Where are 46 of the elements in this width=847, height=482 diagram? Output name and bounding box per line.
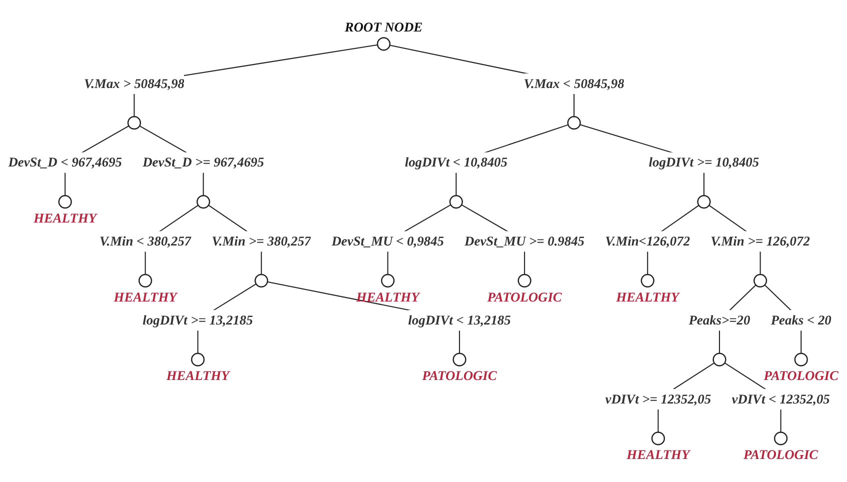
tree-node-circle <box>794 353 808 367</box>
edge-label: Peaks>=20 <box>688 310 750 330</box>
tree-node-circle <box>380 274 395 288</box>
tree-node-circle <box>449 195 463 209</box>
class-label: PATOLOGIC <box>764 368 838 384</box>
class-label: HEALTHY <box>166 368 230 384</box>
tree-node-circle <box>452 353 466 367</box>
class-label: PATOLOGIC <box>422 368 497 384</box>
edge-label: logDIVt >= 10,8405 <box>648 152 760 173</box>
tree-node-circle <box>753 274 768 288</box>
edge-label: DevSt_D < 967,4695 <box>8 152 122 173</box>
edge-label: DevSt_MU < 0,9845 <box>332 231 444 252</box>
class-label: HEALTHY <box>34 210 97 226</box>
class-label: HEALTHY <box>616 290 680 305</box>
tree-node-circle <box>376 37 390 52</box>
edge-label: logDIVt < 10,8405 <box>404 152 508 173</box>
tree-node-circle <box>712 353 726 367</box>
tree-node-circle <box>138 274 152 288</box>
edge-label: V.Min >= 126,072 <box>710 231 810 252</box>
tree-node-circle <box>567 116 581 130</box>
edge-label: vDIVt < 12352,05 <box>732 389 830 410</box>
tree-node-circle <box>640 274 654 288</box>
tree-node-circle <box>58 195 72 209</box>
edge-label: logDIVt < 13,2185 <box>408 310 511 330</box>
tree-node-circle <box>127 116 142 130</box>
edge-label: V.Max < 50845,98 <box>524 74 624 94</box>
edge-label: logDIVt >= 13,2185 <box>142 310 253 330</box>
edge-label: vDIVt >= 12352,05 <box>605 389 712 410</box>
edge-label: DevSt_D >= 967,4695 <box>142 152 264 173</box>
class-label: HEALTHY <box>626 447 690 462</box>
tree-node-circle <box>518 274 532 288</box>
class-label: HEALTHY <box>114 290 177 305</box>
edge-label: V.Min<126,072 <box>605 231 690 252</box>
edge-label: Peaks < 20 <box>770 310 832 330</box>
node-caption: ROOT NODE <box>344 20 423 35</box>
class-label: PATOLOGIC <box>487 290 562 305</box>
tree-node-circle <box>191 353 205 367</box>
edge-label: V.Max > 50845,98 <box>84 74 184 94</box>
edge-label: DevSt_MU >= 0.9845 <box>464 231 584 252</box>
tree-node-circle <box>697 195 711 209</box>
tree-node-circle <box>651 432 665 446</box>
class-label: HEALTHY <box>356 290 420 305</box>
tree-node-circle <box>254 274 268 288</box>
tree-node-circle <box>774 432 788 446</box>
class-label: PATOLOGIC <box>743 447 818 462</box>
tree-node-circle <box>196 195 210 209</box>
